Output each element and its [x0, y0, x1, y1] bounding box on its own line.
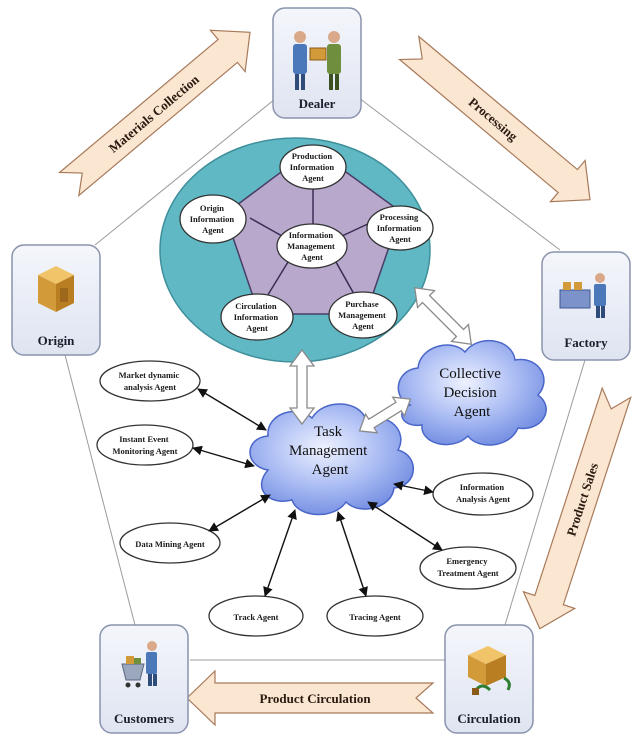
- hollow-link-task-collective: [358, 396, 412, 434]
- circulation-information-agent: Circulation Information Agent: [220, 293, 294, 341]
- link-data-mining: [208, 494, 271, 532]
- hollow-link-lake-collective: [413, 286, 473, 346]
- svg-text:Track Agent: Track Agent: [234, 612, 279, 622]
- processing-arrow: Processing: [397, 35, 591, 203]
- box-icon: [38, 266, 74, 312]
- factory-worker-icon: [559, 273, 606, 318]
- link-info-analysis: [393, 480, 434, 496]
- handshake-icon: [293, 31, 341, 90]
- svg-text:Purchase Management: Purchase Management Agent: [338, 299, 388, 331]
- svg-text:Tracing Agent: Tracing Agent: [349, 612, 401, 622]
- flow-arrows: Materials Collection Processing Product …: [57, 29, 632, 727]
- task-agents: Market dynamic analysis Agent Instant Ev…: [96, 360, 534, 637]
- information-analysis-agent: Information Analysis Agent: [432, 472, 534, 516]
- svg-text:Data Mining Agent: Data Mining Agent: [135, 539, 205, 549]
- production-information-agent: Production Information Agent: [279, 144, 347, 190]
- link-track: [263, 509, 297, 597]
- svg-text:Information Management: Information Management Agent: [287, 230, 337, 262]
- circulation-label: Circulation: [457, 711, 521, 726]
- node-factory: Factory: [541, 251, 631, 361]
- svg-text:Circulation Informatio: Circulation Information Agent: [234, 301, 281, 333]
- link-instant: [192, 445, 255, 469]
- delivery-box-icon: [468, 646, 511, 695]
- connector-factory-circulation: [504, 359, 586, 626]
- factory-label: Factory: [564, 335, 608, 350]
- origin-label: Origin: [38, 333, 76, 348]
- materials-collection-label: Materials Collection: [106, 71, 203, 156]
- link-market: [197, 388, 267, 431]
- processing-information-agent: Processing Information Agent: [366, 205, 434, 251]
- outer-connectors: [64, 94, 586, 661]
- task-management-cloud: Task Management Agent: [249, 403, 415, 516]
- connector-dealer-factory: [354, 94, 561, 251]
- link-tracing: [336, 511, 368, 597]
- svg-text:Origin Information: Origin Information Agent: [190, 203, 237, 235]
- svg-text:Emergency Treatment Ag: Emergency Treatment Agent: [437, 556, 498, 578]
- svg-text:Information Analysis A: Information Analysis Agent: [456, 482, 510, 504]
- hollow-link-lake-task: [288, 348, 316, 426]
- origin-information-agent: Origin Information Agent: [179, 194, 247, 244]
- emergency-treatment-agent: Emergency Treatment Agent: [419, 546, 517, 590]
- svg-text:Collective Decision: Collective Decision Agent: [439, 366, 504, 420]
- information-management-agent: Information Management Agent: [276, 223, 348, 269]
- track-agent: Track Agent: [208, 595, 304, 637]
- market-dynamic-analysis-agent: Market dynamic analysis Agent: [99, 360, 201, 402]
- link-emergency: [367, 501, 443, 551]
- svg-text:Instant Event Monitori: Instant Event Monitoring Agent: [113, 434, 178, 456]
- connector-origin-customers: [64, 354, 136, 626]
- connector-dealer-origin: [94, 94, 281, 246]
- product-circulation-arrow: Product Circulation: [186, 669, 435, 727]
- purchase-management-agent: Purchase Management Agent: [328, 291, 398, 339]
- dealer-label: Dealer: [299, 96, 336, 111]
- product-circulation-label: Product Circulation: [259, 691, 371, 706]
- node-origin: Origin: [11, 244, 101, 356]
- node-circulation: Circulation: [444, 624, 534, 734]
- collective-decision-cloud: Collective Decision Agent: [397, 339, 547, 446]
- info-agents: Production Information Agent Origin Info…: [179, 144, 434, 341]
- svg-text:Task Management Ag: Task Management Agent: [289, 424, 371, 478]
- instant-event-monitoring-agent: Instant Event Monitoring Agent: [96, 424, 194, 466]
- node-dealer: Dealer: [272, 7, 362, 119]
- shopping-cart-icon: [121, 641, 157, 688]
- tracing-agent: Tracing Agent: [326, 595, 424, 637]
- svg-text:Processing Information: Processing Information Agent: [377, 212, 424, 244]
- svg-text:Production Information: Production Information Agent: [290, 151, 337, 183]
- task-agent-links: [192, 388, 443, 597]
- product-sales-arrow: Product Sales: [522, 386, 632, 630]
- customers-label: Customers: [114, 711, 174, 726]
- svg-text:Market dynamic analysi: Market dynamic analysis Agent: [119, 370, 182, 392]
- data-mining-agent: Data Mining Agent: [119, 522, 221, 564]
- node-customers: Customers: [99, 624, 189, 734]
